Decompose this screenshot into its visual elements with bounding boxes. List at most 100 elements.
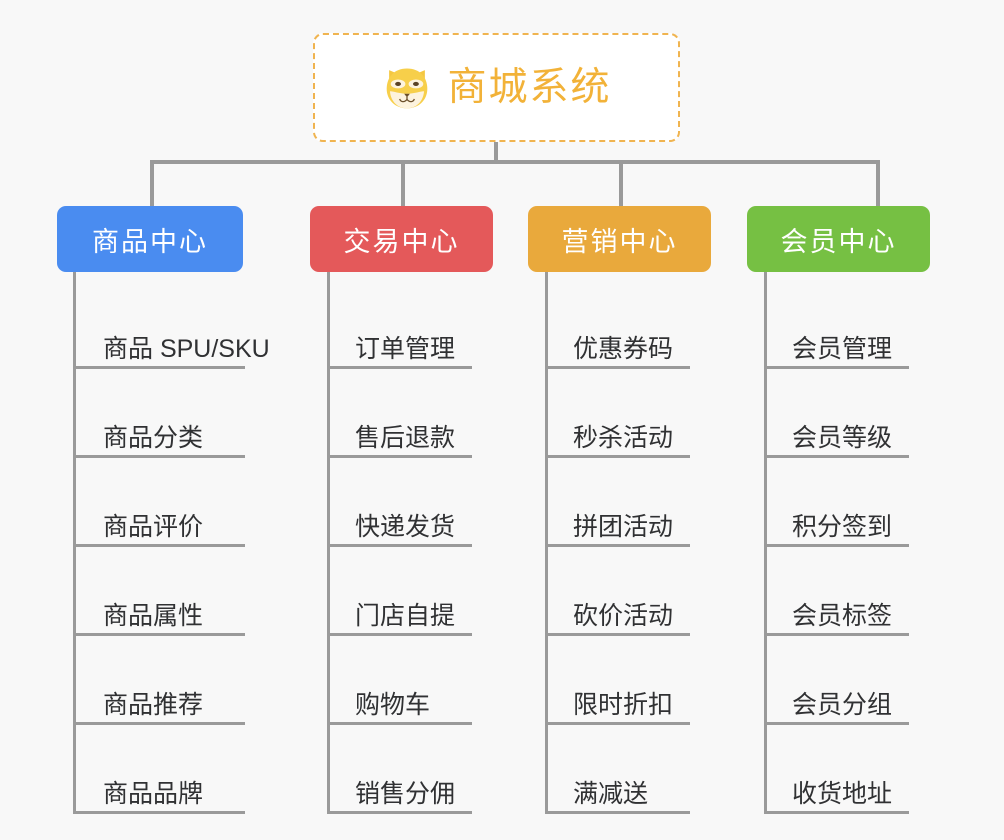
leaf-item-label: 售后退款 [355, 424, 456, 452]
leaf-item[interactable]: 满减送 [528, 725, 711, 814]
leaf-list-3: 优惠券码秒杀活动拼团活动砍价活动限时折扣满减送 [528, 272, 711, 814]
shiba-dog-face-icon [387, 68, 428, 108]
leaf-item[interactable]: 门店自提 [310, 547, 493, 636]
leaf-item-label: 商品分类 [103, 424, 204, 452]
leaf-item[interactable]: 快递发货 [310, 458, 493, 547]
leaf-underline [545, 633, 690, 636]
leaf-underline [327, 544, 472, 547]
connector-root-stub [494, 142, 498, 164]
leaf-spine [764, 272, 767, 814]
leaf-item[interactable]: 会员分组 [747, 636, 930, 725]
leaf-spine [73, 272, 76, 814]
leaf-item-label: 购物车 [355, 691, 431, 719]
category-header-label: 营销中心 [561, 226, 678, 257]
leaf-item-label: 秒杀活动 [573, 424, 674, 452]
leaf-underline [764, 722, 909, 725]
connector-drop-3 [619, 160, 623, 208]
leaf-item[interactable]: 商品评价 [57, 458, 245, 547]
leaf-underline [73, 544, 245, 547]
category-column-4: 会员中心会员管理会员等级积分签到会员标签会员分组收货地址 [747, 206, 930, 814]
leaf-item[interactable]: 售后退款 [310, 369, 493, 458]
category-header-label: 会员中心 [780, 226, 897, 257]
leaf-item-label: 销售分佣 [355, 780, 456, 808]
leaf-item-label: 积分签到 [792, 513, 893, 541]
leaf-item[interactable]: 砍价活动 [528, 547, 711, 636]
leaf-underline [327, 722, 472, 725]
category-header-4[interactable]: 会员中心 [747, 206, 930, 272]
leaf-item-label: 快递发货 [355, 513, 456, 541]
category-header-3[interactable]: 营销中心 [528, 206, 711, 272]
category-header-label: 商品中心 [92, 226, 208, 257]
leaf-list-2: 订单管理售后退款快递发货门店自提购物车销售分佣 [310, 272, 493, 814]
leaf-underline [545, 544, 690, 547]
leaf-item[interactable]: 拼团活动 [528, 458, 711, 547]
leaf-item-label: 优惠券码 [573, 335, 674, 363]
leaf-underline [73, 811, 245, 814]
leaf-item[interactable]: 商品品牌 [57, 725, 245, 814]
connector-drop-1 [150, 160, 154, 208]
leaf-item[interactable]: 商品 SPU/SKU [57, 280, 270, 369]
category-column-2: 交易中心订单管理售后退款快递发货门店自提购物车销售分佣 [310, 206, 493, 814]
leaf-item-label: 门店自提 [355, 602, 456, 630]
category-header-2[interactable]: 交易中心 [310, 206, 493, 272]
leaf-spine [545, 272, 548, 814]
leaf-item-label: 商品推荐 [103, 691, 204, 719]
leaf-item-label: 商品属性 [103, 602, 204, 630]
leaf-item-label: 会员标签 [792, 602, 893, 630]
connector-drop-4 [876, 160, 880, 208]
leaf-underline [73, 633, 245, 636]
leaf-item[interactable]: 限时折扣 [528, 636, 711, 725]
leaf-underline [764, 366, 909, 369]
leaf-item[interactable]: 购物车 [310, 636, 493, 725]
leaf-item[interactable]: 秒杀活动 [528, 369, 711, 458]
leaf-item-label: 会员等级 [792, 424, 893, 452]
leaf-item[interactable]: 积分签到 [747, 458, 930, 547]
category-header-label: 交易中心 [343, 226, 460, 257]
leaf-underline [327, 455, 472, 458]
leaf-underline [327, 633, 472, 636]
leaf-underline [327, 366, 472, 369]
leaf-item[interactable]: 优惠券码 [528, 280, 711, 369]
leaf-item[interactable]: 销售分佣 [310, 725, 493, 814]
leaf-underline [327, 811, 472, 814]
leaf-underline [545, 811, 690, 814]
leaf-item[interactable]: 会员等级 [747, 369, 930, 458]
connector-drop-2 [401, 160, 405, 208]
leaf-item-label: 商品 SPU/SKU [103, 335, 270, 363]
leaf-underline [545, 722, 690, 725]
leaf-underline [764, 455, 909, 458]
category-column-3: 营销中心优惠券码秒杀活动拼团活动砍价活动限时折扣满减送 [528, 206, 711, 814]
leaf-item[interactable]: 会员标签 [747, 547, 930, 636]
leaf-item-label: 砍价活动 [573, 602, 674, 630]
leaf-underline [545, 366, 690, 369]
category-header-1[interactable]: 商品中心 [57, 206, 243, 272]
leaf-item-label: 满减送 [573, 780, 649, 808]
leaf-underline [764, 544, 909, 547]
leaf-underline [764, 633, 909, 636]
leaf-underline [73, 366, 245, 369]
leaf-item[interactable]: 收货地址 [747, 725, 930, 814]
leaf-list-4: 会员管理会员等级积分签到会员标签会员分组收货地址 [747, 272, 930, 814]
leaf-spine [327, 272, 330, 814]
leaf-item[interactable]: 商品属性 [57, 547, 245, 636]
leaf-item-label: 商品品牌 [103, 780, 204, 808]
leaf-underline [545, 455, 690, 458]
leaf-item-label: 拼团活动 [573, 513, 674, 541]
leaf-item-label: 会员管理 [792, 335, 893, 363]
leaf-list-1: 商品 SPU/SKU 商品分类商品评价商品属性商品推荐商品品牌 [57, 272, 270, 814]
leaf-item-label: 商品评价 [103, 513, 204, 541]
leaf-item[interactable]: 商品推荐 [57, 636, 245, 725]
leaf-item-label: 会员分组 [792, 691, 893, 719]
connector-horizontal-bus [150, 160, 880, 164]
leaf-underline [73, 722, 245, 725]
root-node[interactable]: 商城系统 [313, 33, 680, 142]
leaf-item[interactable]: 订单管理 [310, 280, 493, 369]
leaf-underline [73, 455, 245, 458]
leaf-item-label: 限时折扣 [573, 691, 674, 719]
leaf-underline [764, 811, 909, 814]
leaf-item[interactable]: 商品分类 [57, 369, 245, 458]
root-title: 商城系统 [447, 66, 612, 109]
leaf-item-label: 订单管理 [355, 335, 456, 363]
leaf-item[interactable]: 会员管理 [747, 280, 930, 369]
